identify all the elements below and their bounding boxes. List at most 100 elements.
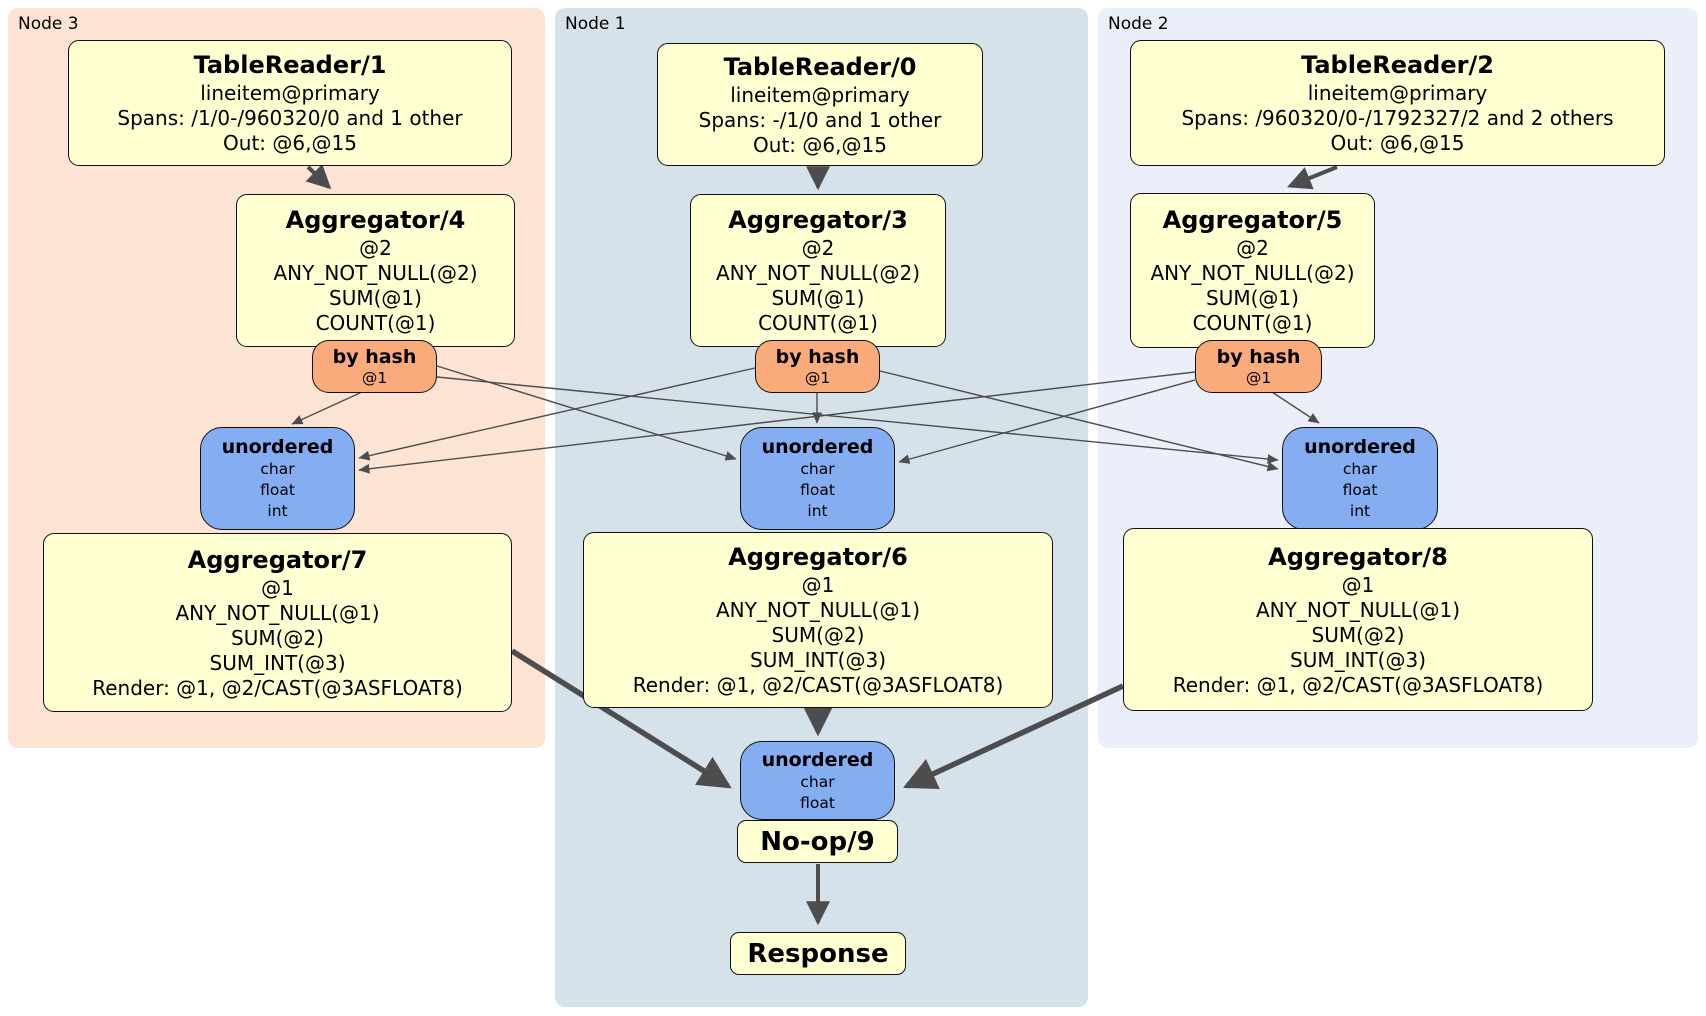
aggregator-6-group: @1	[801, 573, 835, 597]
unordered-sync-node2-col2: float	[1342, 481, 1378, 499]
tablereader-1-title: TableReader/1	[193, 51, 387, 79]
aggregator-8-agg1: ANY_NOT_NULL(@1)	[1256, 597, 1460, 622]
aggregator-7-render: Render: @1, @2/CAST(@3ASFLOAT8)	[92, 675, 463, 700]
aggregator-3-group: @2	[801, 236, 835, 260]
aggregator-3-agg3: COUNT(@1)	[758, 311, 878, 335]
aggregator-5-agg2: SUM(@1)	[1206, 286, 1299, 310]
response-box: Response	[730, 932, 906, 975]
aggregator-5-group: @2	[1236, 236, 1269, 260]
unordered-sync-node2-col3: int	[1349, 502, 1371, 520]
edge-aggregator8-finalsync	[903, 683, 1125, 789]
hash-router-node3: by hash @1	[312, 340, 437, 393]
tablereader-0-out: Out: @6,@15	[753, 132, 887, 157]
tablereader-0-box: TableReader/0 lineitem@primary Spans: -/…	[657, 43, 983, 166]
unordered-sync-node1-col3: int	[807, 502, 828, 520]
tablereader-1-out: Out: @6,@15	[223, 131, 357, 155]
hash-router-node3-title: by hash	[332, 346, 417, 368]
unordered-sync-node3: unordered char float int	[200, 427, 355, 530]
tablereader-0-index: lineitem@primary	[730, 82, 910, 107]
aggregator-6-agg1: ANY_NOT_NULL(@1)	[716, 598, 920, 622]
edge-router3-sync3	[291, 391, 363, 425]
aggregator-8-render: Render: @1, @2/CAST(@3ASFLOAT8)	[1172, 672, 1544, 697]
aggregator-5-title: Aggregator/5	[1162, 206, 1343, 234]
aggregator-4-agg2: SUM(@1)	[329, 286, 422, 310]
tablereader-1-spans: Spans: /1/0-/960320/0 and 1 other	[117, 106, 463, 130]
edge-tablereader1-aggregator4	[305, 163, 332, 190]
unordered-final-sync: unordered char float	[740, 741, 895, 820]
edge-router3-sync2	[436, 376, 1279, 464]
aggregator-6-box: Aggregator/6 @1 ANY_NOT_NULL(@1) SUM(@2)…	[583, 532, 1053, 708]
edge-tablereader2-aggregator5	[1287, 165, 1338, 190]
hash-router-node2-columns: @1	[1245, 369, 1272, 387]
edge-router2-sync3	[358, 371, 1196, 474]
tablereader-1-index: lineitem@primary	[200, 81, 380, 105]
unordered-final-sync-col1: char	[800, 772, 835, 791]
aggregator-4-title: Aggregator/4	[285, 206, 466, 234]
aggregator-6-agg2: SUM(@2)	[771, 623, 865, 647]
edge-router3-sync1	[436, 365, 737, 461]
unordered-sync-node3-col3: int	[267, 502, 288, 520]
aggregator-5-box: Aggregator/5 @2 ANY_NOT_NULL(@2) SUM(@1)…	[1130, 193, 1375, 348]
hash-router-node2: by hash @1	[1195, 340, 1322, 393]
aggregator-8-group: @1	[1341, 572, 1375, 597]
aggregator-7-agg2: SUM(@2)	[231, 625, 324, 650]
tablereader-0-spans: Spans: -/1/0 and 1 other	[698, 107, 942, 132]
aggregator-5-agg3: COUNT(@1)	[1192, 311, 1313, 335]
unordered-sync-node2-title: unordered	[1304, 436, 1416, 458]
aggregator-8-agg2: SUM(@2)	[1311, 622, 1405, 647]
unordered-sync-node3-col1: char	[260, 460, 295, 478]
aggregator-4-group: @2	[359, 236, 392, 260]
unordered-final-sync-title: unordered	[761, 748, 874, 771]
hash-router-node2-title: by hash	[1216, 346, 1301, 368]
aggregator-7-agg1: ANY_NOT_NULL(@1)	[175, 600, 380, 625]
edge-router2-sync2	[1271, 391, 1320, 424]
aggregator-3-box: Aggregator/3 @2 ANY_NOT_NULL(@2) SUM(@1)…	[690, 194, 946, 347]
aggregator-3-agg1: ANY_NOT_NULL(@2)	[716, 261, 920, 285]
aggregator-6-title: Aggregator/6	[728, 543, 908, 571]
node2-label: Node 2	[1108, 14, 1169, 34]
tablereader-2-box: TableReader/2 lineitem@primary Spans: /9…	[1130, 40, 1665, 166]
aggregator-6-render: Render: @1, @2/CAST(@3ASFLOAT8)	[632, 673, 1004, 697]
tablereader-2-title: TableReader/2	[1301, 51, 1494, 79]
aggregator-6-agg3: SUM_INT(@3)	[750, 648, 886, 672]
tablereader-2-spans: Spans: /960320/0-/1792327/2 and 2 others	[1181, 106, 1614, 130]
node1-label: Node 1	[565, 14, 626, 34]
aggregator-7-title: Aggregator/7	[187, 545, 368, 574]
aggregator-8-title: Aggregator/8	[1268, 542, 1448, 571]
noop-box: No-op/9	[737, 820, 898, 863]
node3-label: Node 3	[18, 14, 79, 34]
unordered-sync-node2: unordered char float int	[1282, 427, 1438, 530]
aggregator-7-agg3: SUM_INT(@3)	[209, 650, 346, 675]
edge-router2-sync1	[898, 379, 1196, 464]
tablereader-2-out: Out: @6,@15	[1330, 131, 1465, 155]
unordered-sync-node1-col1: char	[800, 460, 835, 478]
unordered-sync-node3-col2: float	[260, 481, 295, 499]
edge-aggregator7-finalsync	[510, 648, 732, 789]
response-title: Response	[747, 938, 889, 969]
aggregator-8-box: Aggregator/8 @1 ANY_NOT_NULL(@1) SUM(@2)…	[1123, 528, 1593, 711]
unordered-sync-node2-col1: char	[1342, 460, 1378, 478]
aggregator-3-title: Aggregator/3	[728, 206, 908, 234]
aggregator-3-agg2: SUM(@1)	[771, 286, 865, 310]
unordered-sync-node3-title: unordered	[221, 436, 334, 458]
noop-title: No-op/9	[760, 826, 875, 857]
edge-router1-sync2	[879, 370, 1279, 472]
tablereader-2-index: lineitem@primary	[1307, 81, 1488, 105]
unordered-sync-node1-title: unordered	[761, 436, 874, 458]
aggregator-4-box: Aggregator/4 @2 ANY_NOT_NULL(@2) SUM(@1)…	[236, 194, 515, 347]
hash-router-node1-title: by hash	[775, 346, 860, 368]
hash-router-node1: by hash @1	[755, 340, 880, 393]
tablereader-1-box: TableReader/1 lineitem@primary Spans: /1…	[68, 40, 512, 166]
unordered-sync-node1-col2: float	[800, 481, 835, 499]
unordered-final-sync-col2: float	[800, 793, 835, 812]
tablereader-0-title: TableReader/0	[723, 52, 917, 81]
edge-router1-sync3	[358, 367, 756, 461]
aggregator-4-agg3: COUNT(@1)	[315, 311, 436, 335]
unordered-sync-node1: unordered char float int	[740, 427, 895, 530]
hash-router-node1-columns: @1	[804, 369, 831, 387]
aggregator-8-agg3: SUM_INT(@3)	[1290, 647, 1426, 672]
aggregator-5-agg1: ANY_NOT_NULL(@2)	[1150, 261, 1355, 285]
aggregator-4-agg1: ANY_NOT_NULL(@2)	[273, 261, 478, 285]
